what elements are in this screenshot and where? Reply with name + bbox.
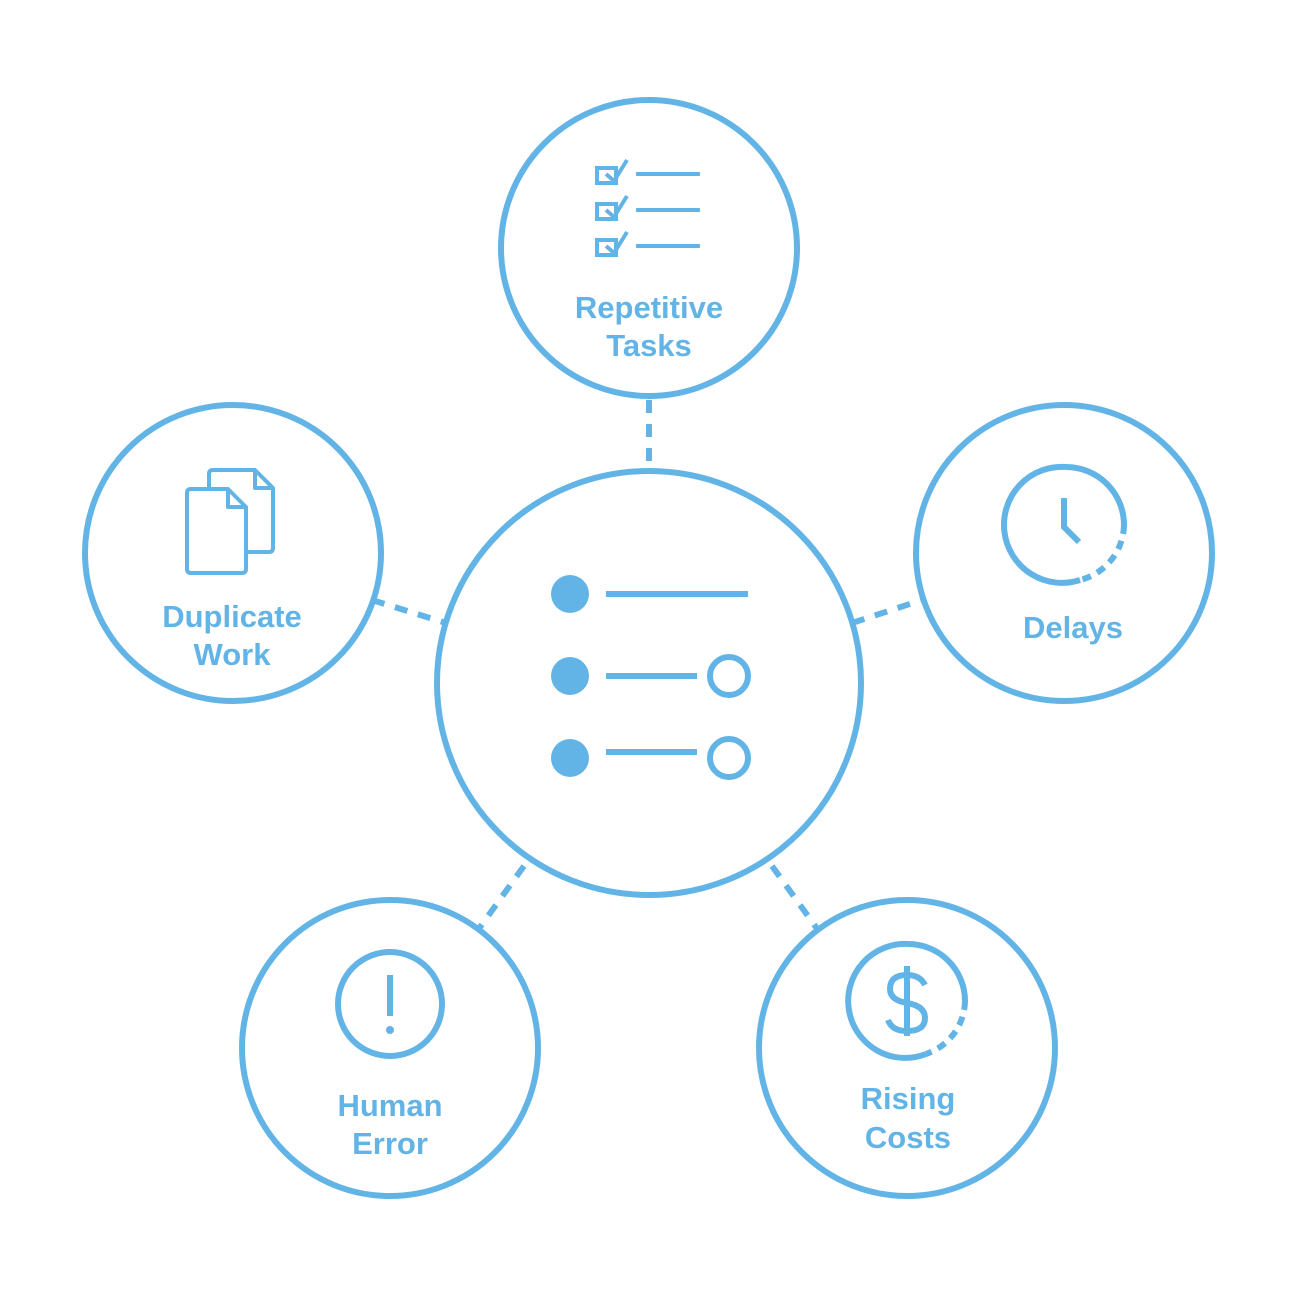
checklist-icon <box>595 158 700 257</box>
clock-icon <box>1001 463 1127 586</box>
node-rising-costs: Rising Costs <box>756 897 1058 1199</box>
label-left-line1: Duplicate <box>162 599 302 634</box>
label-bottom-left-line2: Error <box>352 1126 428 1161</box>
connector-bottom-right <box>769 864 821 932</box>
label-bottom-right-line2: Costs <box>865 1120 951 1155</box>
center-node <box>434 468 864 898</box>
label-top-line1: Repetitive <box>575 290 723 325</box>
label-bottom-left-line1: Human <box>337 1088 442 1123</box>
node-human-error: Human Error <box>239 897 541 1199</box>
connector-left <box>371 597 447 626</box>
documents-icon <box>185 468 275 575</box>
label-left-line2: Work <box>194 637 272 672</box>
node-duplicate-work: Duplicate Work <box>82 402 384 704</box>
exclamation-icon <box>335 949 445 1059</box>
connector-bottom-left <box>475 864 527 932</box>
connector-right <box>851 597 923 626</box>
label-right-line1: Delays <box>1023 610 1123 645</box>
node-delays: Delays <box>913 402 1215 704</box>
label-bottom-right-line1: Rising <box>861 1081 956 1116</box>
label-top-line2: Tasks <box>606 328 692 363</box>
connectors <box>371 400 923 932</box>
list-progress-icon <box>551 575 751 780</box>
node-repetitive-tasks: Repetitive Tasks <box>498 97 800 399</box>
dollar-icon <box>845 940 968 1061</box>
